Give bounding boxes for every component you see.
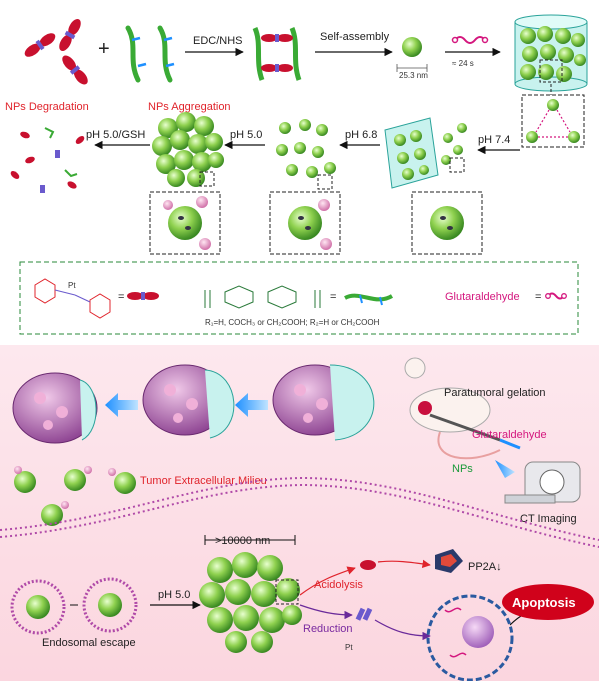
label-apoptosis: Apoptosis (512, 595, 576, 610)
cisplatin-formula: Pt (345, 643, 353, 652)
label-glutaraldehyde: Glutaraldehyde (472, 429, 547, 441)
label-pp2a: PP2A↓ (468, 561, 502, 573)
apoptosis-badge (502, 584, 594, 620)
tumor-stage-1 (12, 372, 98, 444)
legend-equals-2: = (330, 291, 336, 303)
cell-nuclei (34, 384, 328, 430)
imaging-arrow (495, 460, 515, 478)
milieu-nps (14, 466, 136, 526)
label-self-assembly: Self-assembly (320, 31, 390, 43)
degradation-fragments (10, 127, 85, 193)
label-size-big: >10000 nm (215, 535, 270, 547)
label-np-degradation: NPs Degradation (5, 101, 89, 113)
tumor-stage-2 (142, 364, 235, 439)
ct-scanner-icon (504, 461, 581, 504)
label-time: ≈ 24 s (452, 59, 474, 68)
cisplatin-fragment (355, 607, 373, 621)
endosome-2 (82, 577, 138, 633)
legend-equals-3: = (535, 291, 541, 303)
nanoparticle-single (402, 37, 422, 57)
chitosan-structure (204, 285, 321, 309)
syringe (429, 413, 501, 442)
label-ph-50: pH 5.0 (230, 129, 262, 141)
nucleus (426, 594, 514, 681)
label-nps: NPs (452, 463, 473, 475)
label-ph-74: pH 7.4 (478, 134, 510, 146)
label-endosomal-escape: Endosomal escape (42, 637, 136, 649)
conjugate (252, 27, 302, 81)
label-size: 25.3 nm (399, 71, 428, 80)
label-paratumoral-gelation: Paratumoral gelation (444, 387, 546, 399)
tumor-stage-3 (272, 364, 375, 441)
legend-glutaraldehyde-label: Glutaraldehyde (445, 291, 520, 303)
gel-fragment (384, 117, 467, 189)
cantharidin-fragment (360, 560, 376, 570)
zoom-insets (149, 191, 483, 255)
cell-membrane (0, 476, 599, 541)
aggregate-cluster (152, 112, 224, 187)
legend-drug-icon (127, 292, 159, 300)
mouse-illustration (404, 357, 501, 460)
label-ct-imaging: CT Imaging (520, 513, 577, 525)
label-ph-50-bottom: pH 5.0 (158, 589, 190, 601)
pt-center: Pt (68, 281, 76, 290)
dispersed-nps (276, 119, 336, 178)
label-edc-nhs: EDC/NHS (193, 35, 243, 47)
progress-arrow-2 (235, 393, 268, 417)
drug-molecules (24, 19, 88, 85)
legend-box (19, 261, 579, 335)
endosome-1 (10, 579, 66, 635)
label-reduction: Reduction (303, 623, 353, 635)
chitosan-chains (125, 25, 173, 83)
label-ph-gsh: pH 5.0/GSH (86, 129, 145, 141)
label-tumor-milieu: Tumor Extracellular Milieu (140, 475, 267, 487)
label-np-aggregation: NPs Aggregation (148, 101, 231, 113)
plus-sign: + (98, 38, 110, 60)
legend-r-definition: R₁=H, COCH₃ or CH₂COOH; R₂=H or CH₂COOH (205, 318, 380, 327)
glutaraldehyde-icon (454, 36, 486, 44)
arrow-reduction (299, 604, 353, 620)
label-acidolysis: Acidolysis (314, 579, 363, 591)
legend-glutaraldehyde-icon (545, 292, 567, 300)
label-ph-68: pH 6.8 (345, 129, 377, 141)
legend-chitosan-icon (344, 293, 394, 306)
pp2a-icon (435, 549, 463, 573)
arrow-acidolysis (299, 566, 356, 596)
hydrogel-cylinder (514, 14, 588, 92)
progress-arrow-1 (105, 393, 138, 417)
intracellular-aggregate (199, 552, 302, 653)
pt-prodrug-structure (34, 278, 111, 319)
legend-equals-1: = (118, 291, 124, 303)
